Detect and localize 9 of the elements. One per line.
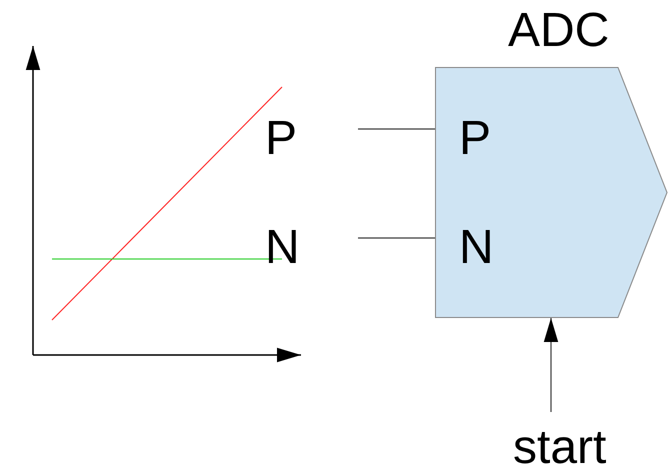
block-title: ADC bbox=[508, 7, 610, 55]
connector-line bbox=[358, 128, 435, 130]
input-label: N bbox=[459, 224, 494, 272]
signal-label: P bbox=[265, 115, 298, 163]
connector-line bbox=[358, 237, 435, 239]
input-label: P bbox=[459, 115, 492, 163]
arrow bbox=[544, 318, 558, 412]
signal-label: N bbox=[265, 224, 300, 272]
signal-label: start bbox=[513, 424, 606, 472]
